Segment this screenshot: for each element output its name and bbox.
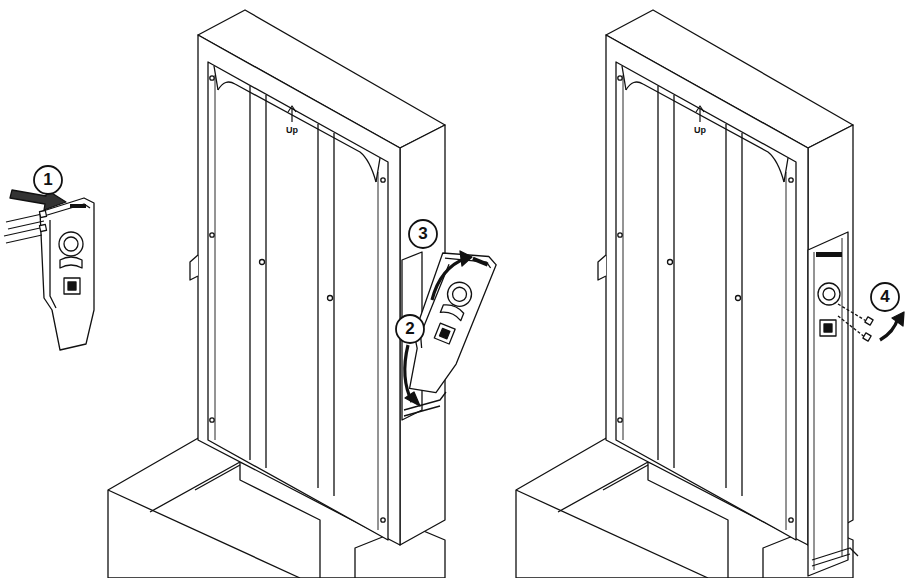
direction-marking-holder: Up — [279, 123, 305, 137]
callout-number-holder: 2 — [397, 316, 423, 342]
callout-number: 4 — [880, 287, 889, 307]
direction-marking: Up — [286, 125, 298, 135]
direction-marking: Up — [694, 125, 706, 135]
callout-number: 1 — [43, 170, 52, 190]
callout-number-holder: 3 — [410, 221, 436, 247]
callout-number-holder: 4 — [872, 284, 898, 310]
callout-number-holder: 1 — [35, 167, 61, 193]
callout-number: 3 — [418, 224, 427, 244]
direction-marking-holder: Up — [687, 123, 713, 137]
callout-number: 2 — [405, 319, 414, 339]
